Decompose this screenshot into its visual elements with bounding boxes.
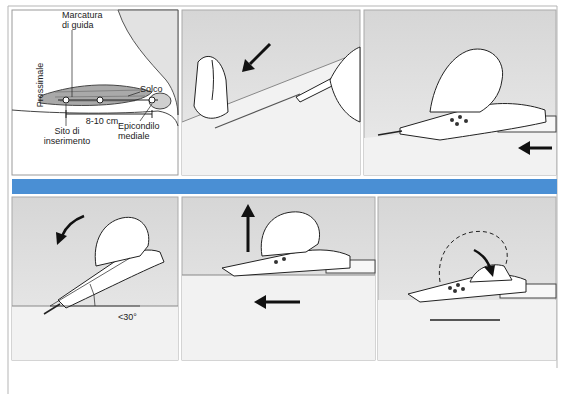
finger-line [212, 60, 214, 100]
skin [12, 306, 178, 360]
muscle [40, 85, 152, 106]
arrow-head [242, 59, 255, 72]
arrow [62, 216, 84, 236]
hand [194, 56, 228, 118]
arrow [264, 301, 300, 304]
arrow-head [56, 232, 67, 245]
arrow-head [484, 265, 495, 277]
arrow [474, 250, 490, 268]
leader-line [66, 30, 152, 126]
panel [182, 197, 375, 360]
mark-dot [97, 97, 103, 103]
grip-dot [282, 257, 286, 261]
arrow-head [254, 295, 266, 309]
arrow [250, 44, 270, 64]
grip-dot [455, 122, 459, 126]
skin-edge [182, 275, 375, 276]
grip-dot [461, 287, 465, 291]
arrow [247, 216, 250, 252]
page-frame [8, 6, 557, 394]
panel [378, 197, 556, 360]
guide-line [58, 100, 158, 101]
panel [182, 10, 360, 175]
hand [261, 212, 319, 256]
needle [378, 131, 402, 135]
dimension-label: 8-10 cm [84, 116, 120, 126]
part-label: Sito di inserimento [36, 126, 98, 146]
hand [95, 217, 149, 266]
grip-dot [274, 260, 278, 264]
arrow-head [518, 141, 530, 155]
panel [12, 197, 178, 360]
mark-dot [149, 97, 155, 103]
grip-dot [453, 289, 457, 293]
skin [182, 275, 375, 360]
angle-arc [90, 284, 95, 306]
mark-dot [63, 97, 69, 103]
skin [378, 300, 556, 360]
grip-dot [456, 283, 460, 287]
hand [330, 47, 360, 122]
grip-dot [450, 118, 454, 122]
panel [12, 10, 178, 175]
needle [44, 304, 60, 314]
skin [182, 52, 360, 175]
angle-label: <30° [118, 312, 148, 322]
arrow [528, 147, 552, 150]
direction-label: Prossimale [35, 55, 45, 115]
part-label: Epicondilo mediale [118, 121, 168, 141]
implant-line [430, 319, 500, 321]
grip-dot [464, 119, 468, 123]
epicondyle [149, 93, 171, 109]
hand [430, 49, 503, 112]
arrow-head [241, 204, 255, 217]
divider-band [12, 179, 557, 194]
hand [470, 265, 512, 282]
grip-dot [458, 115, 462, 119]
angle-lines [50, 258, 140, 306]
grip-dot [448, 286, 452, 290]
panel [364, 10, 556, 175]
guide-label: Marcatura di guida [62, 10, 110, 30]
part-label: Solco [140, 84, 176, 94]
